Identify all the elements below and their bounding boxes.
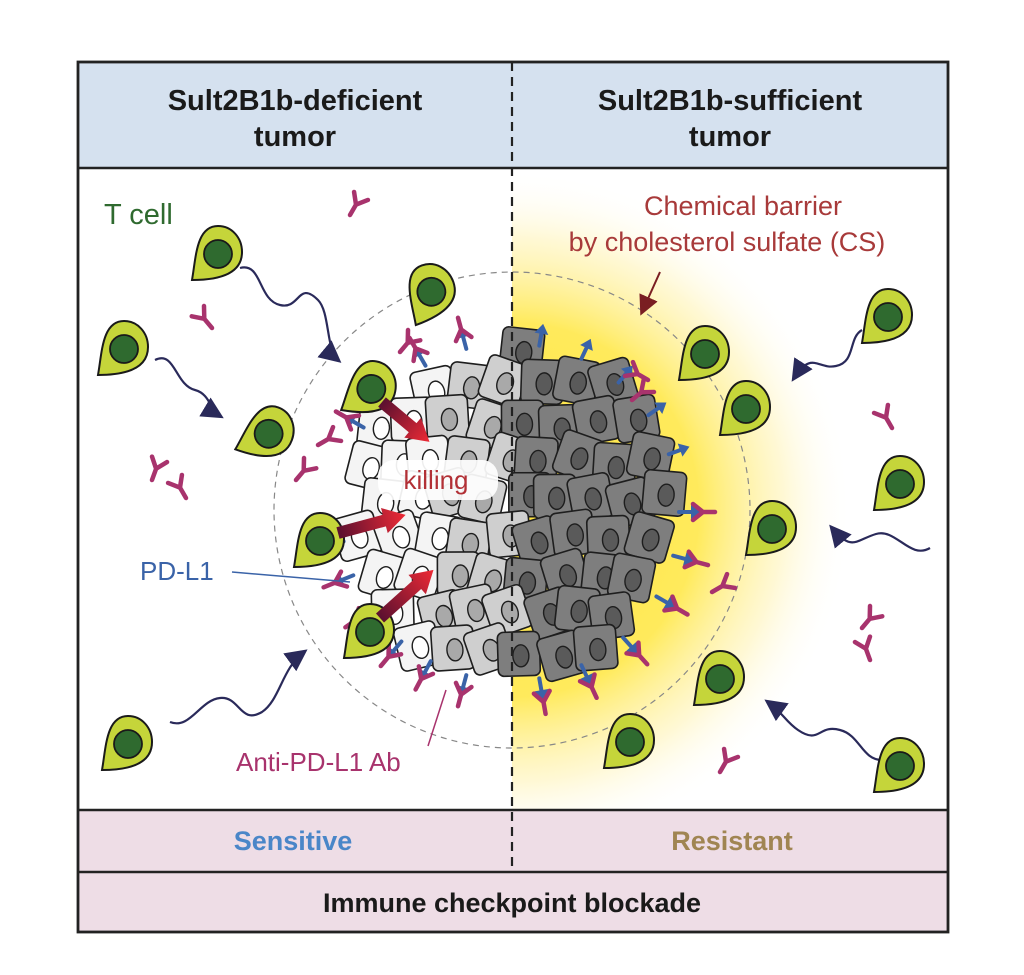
t-cell [872,736,926,794]
t-cell [677,324,731,382]
blocked-antibody [662,594,690,617]
killing-arrow [378,397,430,442]
barrier-pointer [639,271,661,316]
t-cell [190,224,244,282]
t-cell [744,499,798,557]
free-antibody [315,424,344,448]
barrier-label-line2: by cholesterol sulfate (CS) [569,227,886,257]
resistant-tumor-cell [641,468,688,518]
killing-arrows [336,397,434,623]
migration-arrow [239,266,342,363]
left-header-line2: tumor [254,121,336,153]
floating-antibodies [149,189,895,775]
free-antibody [622,359,651,383]
t-cell-label: T cell [104,199,173,231]
sensitive-tumor-cell [392,620,444,672]
resistant-tumor-cell [623,511,675,564]
anti-pd-l1-pointer [427,689,447,747]
free-antibody [629,377,657,403]
resistant-tumor-cell [511,515,563,569]
anti-pd-l1-antibody [333,409,362,432]
blocked-antibody [682,549,711,570]
blocked-antibody [690,501,718,523]
footer-band [78,872,948,932]
migration-arrow [154,357,224,419]
resistant-tumor-cell [625,430,676,483]
migration-arrow [169,649,308,725]
t-cell [292,511,346,569]
free-antibody [871,402,895,431]
pd-l1-receptor [579,338,593,361]
resistant-tumor-cell [553,584,601,634]
sensitive-tumor-cell [477,354,531,408]
anti-pd-l1-label: Anti-PD-L1 Ab [236,747,401,777]
killing-arrow [375,569,434,623]
left-header-line1: Sult2B1b-deficient [168,85,423,117]
free-antibody [165,472,189,501]
blocked-antibody [624,640,650,667]
barrier-label-line1: Chemical barrier [644,191,842,221]
sensitive-tumor-cell [424,393,471,442]
killing-arrow [336,508,406,539]
t-cell [408,263,456,327]
t-cell [692,649,746,707]
barrier-dashed-circle [273,271,751,749]
pd-l1-label: PD-L1 [140,556,214,586]
t-cell [860,287,914,345]
migration-arrow [764,699,883,762]
outer-frame [76,60,950,934]
pd-l1-receptor [534,676,549,701]
free-antibody [397,327,423,355]
free-antibody [859,603,885,631]
migration-arrow [829,524,931,552]
t-cells [96,224,926,794]
free-antibody [347,189,371,218]
blocked-antibody [577,672,599,701]
t-cell [339,360,397,414]
anti-pd-l1-antibody [453,680,474,709]
resistant-tumor-cell [585,514,631,562]
pd-l1-receptor [666,443,690,457]
migration-arrow [791,329,863,382]
right-header-line2: tumor [689,121,771,153]
migration-arrows [154,266,931,762]
pd-l1-receptor [621,635,638,654]
blocked-antibody [531,688,552,717]
resistant-tumor-cell [532,473,577,520]
t-cell [100,714,154,772]
anti-pd-l1-antibody [413,664,436,692]
free-antibody [189,303,215,331]
pd-l1-receptor [677,505,701,519]
free-antibody [852,634,873,663]
killing-label: killing [403,465,468,495]
t-cell [718,379,772,437]
free-antibody [293,455,319,483]
pd-l1-receptor [646,402,667,418]
t-cell [96,319,150,377]
resistant-label: Resistant [671,826,793,856]
anti-pd-l1-antibody [453,315,474,344]
free-antibody [149,454,170,483]
footer-label: Immune checkpoint blockade [323,888,701,918]
t-cell [602,712,656,770]
free-antibody [709,571,738,595]
free-antibody [717,746,741,775]
resistant-tumor-cell [549,508,597,558]
pd-l1-receptor [579,663,593,686]
right-header-line1: Sult2B1b-sufficient [598,85,863,117]
resistant-tumor-cell [572,623,619,672]
pd-l1-pointer [231,571,351,583]
sensitive-label: Sensitive [234,826,353,856]
resistant-tumor-cell [551,429,605,484]
t-cell [233,405,295,457]
pd-l1-receptor [654,594,676,609]
killing-label-bg [378,460,498,500]
pd-l1-receptor [534,323,549,348]
resistant-tumor-cell [496,630,542,678]
t-cell [872,454,926,512]
